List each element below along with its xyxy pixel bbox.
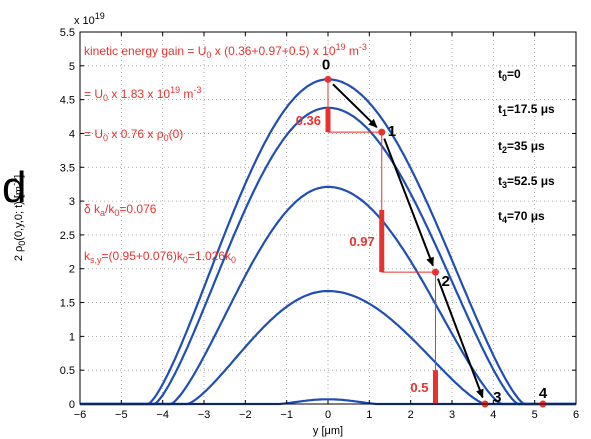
trajectory-arrow-1 [383, 138, 434, 267]
y-exponent: x 1019 [74, 11, 105, 27]
x-tick-label: 5 [532, 409, 538, 421]
y-tick-label: 4 [69, 128, 75, 140]
time-label-t1: t1=17.5 μs [498, 102, 555, 118]
y-tick-label: 2.5 [60, 230, 75, 242]
step-label-0: 0.36 [296, 113, 321, 128]
annotation-fraction: = U0 x 0.76 x ρ0(0) [84, 127, 183, 143]
x-tick-label: −2 [239, 409, 252, 421]
y-tick-label: 2 [69, 264, 75, 276]
trajectory-arrows [332, 83, 484, 399]
y-axis-label: 2 ρ0(0,y,0; t) [m-3] [9, 175, 27, 261]
annotation-energy-gain: kinetic energy gain = U0 x (0.36+0.97+0.… [84, 42, 367, 60]
annotation-delta-k: δ ka/k0=0.076 [84, 202, 157, 218]
step-label-1: 0.97 [349, 234, 374, 249]
trajectory-point-1 [378, 128, 386, 136]
time-label-t4: t4=70 μs [498, 209, 545, 225]
drop-steps: 0.36 0.97 0.5 [296, 79, 438, 404]
trajectory-point-label-1: 1 [388, 123, 396, 140]
time-label-t2: t2=35 μs [498, 139, 545, 155]
x-tick-label: 4 [490, 409, 496, 421]
trajectory-point-label-2: 2 [441, 273, 449, 290]
x-tick-label: 0 [325, 409, 331, 421]
x-tick-label: 1 [366, 409, 372, 421]
y-tick-label: 0.5 [60, 365, 75, 377]
y-tick-label: 4.5 [60, 95, 75, 107]
trajectory-point-0 [324, 75, 332, 83]
x-tick-label: −6 [74, 409, 87, 421]
annotation-total: = U0 x 1.83 x 1019 m-3 [84, 85, 201, 103]
x-tick-label: 6 [573, 409, 579, 421]
trajectory-point-label-3: 3 [493, 389, 501, 406]
time-label-t3: t3=52.5 μs [498, 174, 555, 190]
x-tick-label: −5 [115, 409, 128, 421]
x-tick-label: 2 [408, 409, 414, 421]
y-tick-label: 1.5 [60, 298, 75, 310]
trajectory-point-label-4: 4 [539, 385, 548, 402]
y-tick-label: 1 [69, 331, 75, 343]
y-tick-label: 3 [69, 196, 75, 208]
trajectory-arrow-2 [436, 278, 484, 399]
annotation-ksy: ks,y=(0.95+0.076)k0=1.026k0 [84, 249, 236, 265]
trajectory-arrow-0 [332, 83, 378, 128]
x-tick-label: −4 [156, 409, 169, 421]
edge-glyph: d [2, 163, 26, 212]
x-tick-label: 3 [449, 409, 455, 421]
y-tick-label: 3.5 [60, 162, 75, 174]
trajectory-point-label-0: 0 [322, 56, 330, 73]
x-tick-label: −3 [198, 409, 211, 421]
y-tick-label: 0 [69, 399, 75, 411]
time-label-t0: t0=0 [498, 67, 521, 83]
trajectory-point-2 [431, 268, 439, 276]
y-tick-label: 5 [69, 61, 75, 73]
step-label-2: 0.5 [410, 380, 428, 395]
y-tick-label: 5.5 [60, 27, 75, 39]
x-axis-label: y [μm] [313, 425, 343, 437]
x-tick-label: −1 [280, 409, 293, 421]
